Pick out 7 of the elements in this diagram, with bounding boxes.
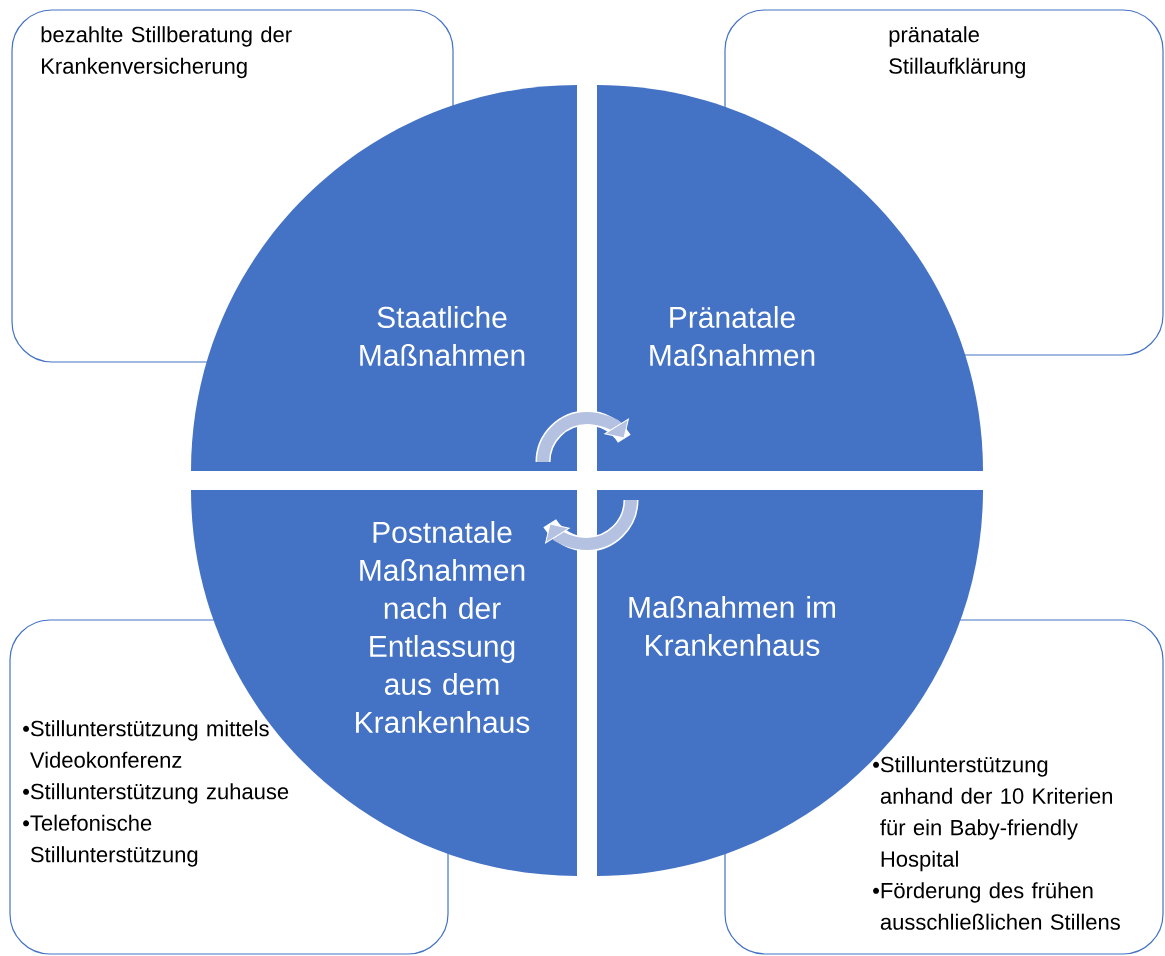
box-text: pränatale Stillaufklärung: [889, 26, 1025, 79]
circle-quadrant: Pränatale Maßnahmen: [597, 85, 983, 471]
cycle-arrow: [543, 499, 639, 552]
circle-quadrant: Staatliche Maßnahmen: [191, 85, 577, 471]
box-text: bezahlte Stillberatung der Krankenversicherung: [41, 26, 292, 79]
cycle-arrow: [535, 410, 631, 463]
list-item: •Förderung des frühen ausschließlichen Stillens: [873, 882, 1120, 930]
